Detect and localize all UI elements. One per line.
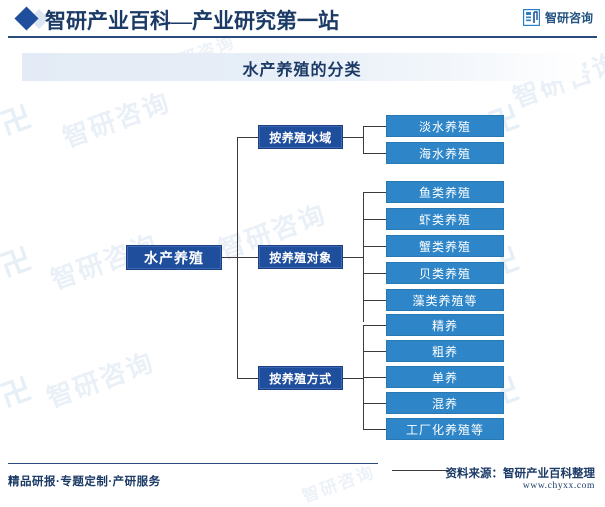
connector-leaf-stub xyxy=(363,273,386,274)
chart-title: 水产养殖的分类 xyxy=(242,62,362,79)
connector-leaf-stub xyxy=(363,403,386,404)
connector-leaf-stub xyxy=(363,126,386,127)
connector-leaf-stub xyxy=(363,192,386,193)
leaf-node: 虾类养殖 xyxy=(386,208,504,230)
connector-branch-stub xyxy=(237,378,258,379)
connector-leaf-stub xyxy=(363,325,386,326)
source-rule xyxy=(392,470,450,471)
connector-leaf-stub xyxy=(363,219,386,220)
leaf-node: 粗养 xyxy=(386,340,504,362)
leaf-node: 淡水养殖 xyxy=(386,115,504,137)
brand-logo: 智研咨询 xyxy=(522,8,593,27)
page-header: 智研产业百科—产业研究第一站 智研咨询 xyxy=(0,0,605,38)
connector-leaf-stub xyxy=(363,429,386,430)
diamond-bullet-icon xyxy=(14,6,39,31)
brand-name: 智研咨询 xyxy=(544,11,593,25)
connector-leaf-stub xyxy=(363,246,386,247)
footer-divider xyxy=(8,463,378,464)
footer-services: 精品研报·专题定制·产研服务 xyxy=(8,476,161,488)
leaf-node: 蟹类养殖 xyxy=(386,235,504,257)
page-title: 智研产业百科—产业研究第一站 xyxy=(45,9,339,33)
connector-branch-stub xyxy=(237,137,258,138)
connector-leaf-stub xyxy=(363,351,386,352)
header-divider xyxy=(8,36,597,38)
connector-branch-out xyxy=(343,378,364,379)
root-node: 水产养殖 xyxy=(126,245,222,270)
connector-branch-out xyxy=(343,137,364,138)
connector-leaf-stub xyxy=(363,153,386,154)
leaf-node: 藻类养殖等 xyxy=(386,289,504,311)
chart-title-band: 水产养殖的分类 xyxy=(22,53,582,81)
leaf-node: 混养 xyxy=(386,392,504,414)
source-label: 资料来源：智研产业百科整理 xyxy=(445,468,596,480)
connector-sub-spine xyxy=(363,192,364,322)
connector-branch-stub xyxy=(237,257,258,258)
connector-root-stub xyxy=(222,257,238,258)
leaf-node: 精养 xyxy=(386,314,504,336)
connector-leaf-stub xyxy=(363,300,386,301)
leaf-node: 单养 xyxy=(386,366,504,388)
zhiyan-logo-icon xyxy=(522,8,541,27)
connector-leaf-stub xyxy=(363,377,386,378)
branch-node-water-area: 按养殖水域 xyxy=(258,125,343,149)
leaf-node: 贝类养殖 xyxy=(386,262,504,284)
branch-node-method: 按养殖方式 xyxy=(258,366,343,390)
connector-branch-out xyxy=(343,257,364,258)
connector-sub-spine xyxy=(363,126,364,154)
site-url[interactable]: www.chyxx.com xyxy=(522,481,595,491)
leaf-node: 鱼类养殖 xyxy=(386,181,504,203)
branch-node-species: 按养殖对象 xyxy=(258,245,343,269)
leaf-node: 海水养殖 xyxy=(386,142,504,164)
leaf-node: 工厂化养殖等 xyxy=(386,418,504,440)
